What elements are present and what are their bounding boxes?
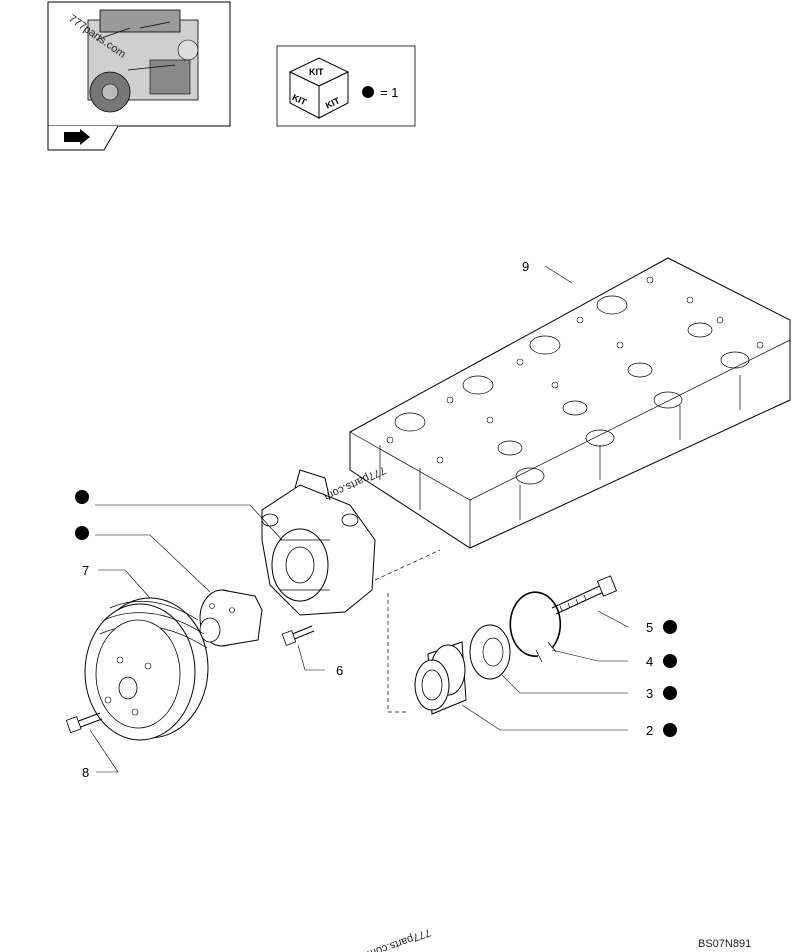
callout-7[interactable]: 7 (82, 563, 89, 578)
callout-2[interactable]: 2 (646, 723, 653, 738)
callout-4[interactable]: 4 (646, 654, 653, 669)
kit-equals-label: = 1 (380, 85, 398, 100)
callout-3[interactable]: 3 (646, 686, 653, 701)
engine-thumbnail-box[interactable]: 777parts.com (47, 1, 231, 127)
kit-dot-icon (362, 86, 374, 98)
leader-lines (89, 265, 629, 773)
kit-legend-box: KIT KIT KIT = 1 (276, 45, 416, 127)
pulley-drawing (84, 597, 209, 741)
washer-drawing (469, 624, 511, 680)
drawing-code: BS07N891 (698, 938, 751, 950)
callout-8[interactable]: 8 (82, 765, 89, 780)
callout-6[interactable]: 6 (336, 663, 343, 678)
kit-top-label: KIT (309, 67, 324, 77)
kit-cube-icon: KIT KIT KIT (288, 57, 350, 119)
assembly-guide-line (387, 593, 408, 713)
callout-5[interactable]: 5 (646, 620, 653, 635)
screw-8-drawing (65, 712, 103, 734)
callout-9[interactable]: 9 (522, 259, 529, 274)
kit-dot-icon (75, 490, 89, 504)
bottom-watermark: 777parts.com (366, 926, 433, 952)
arrow-icon (64, 129, 90, 145)
hub-drawing (199, 589, 263, 647)
kit-dot-icon (663, 723, 677, 737)
screw-6-drawing (281, 625, 315, 646)
kit-dot-icon (663, 686, 677, 700)
cylinder-head-drawing (349, 257, 791, 549)
kit-dot-icon (663, 654, 677, 668)
navigate-arrow-tab[interactable] (47, 125, 119, 151)
kit-dot-icon (75, 526, 89, 540)
bolt-drawing (551, 575, 618, 615)
bearing-drawing (414, 641, 467, 715)
snap-ring-drawing (509, 591, 562, 663)
assembly-guide-line (374, 549, 441, 581)
kit-dot-icon (663, 620, 677, 634)
water-pump-drawing (261, 469, 376, 616)
engine-thumbnail-icon (87, 9, 199, 113)
